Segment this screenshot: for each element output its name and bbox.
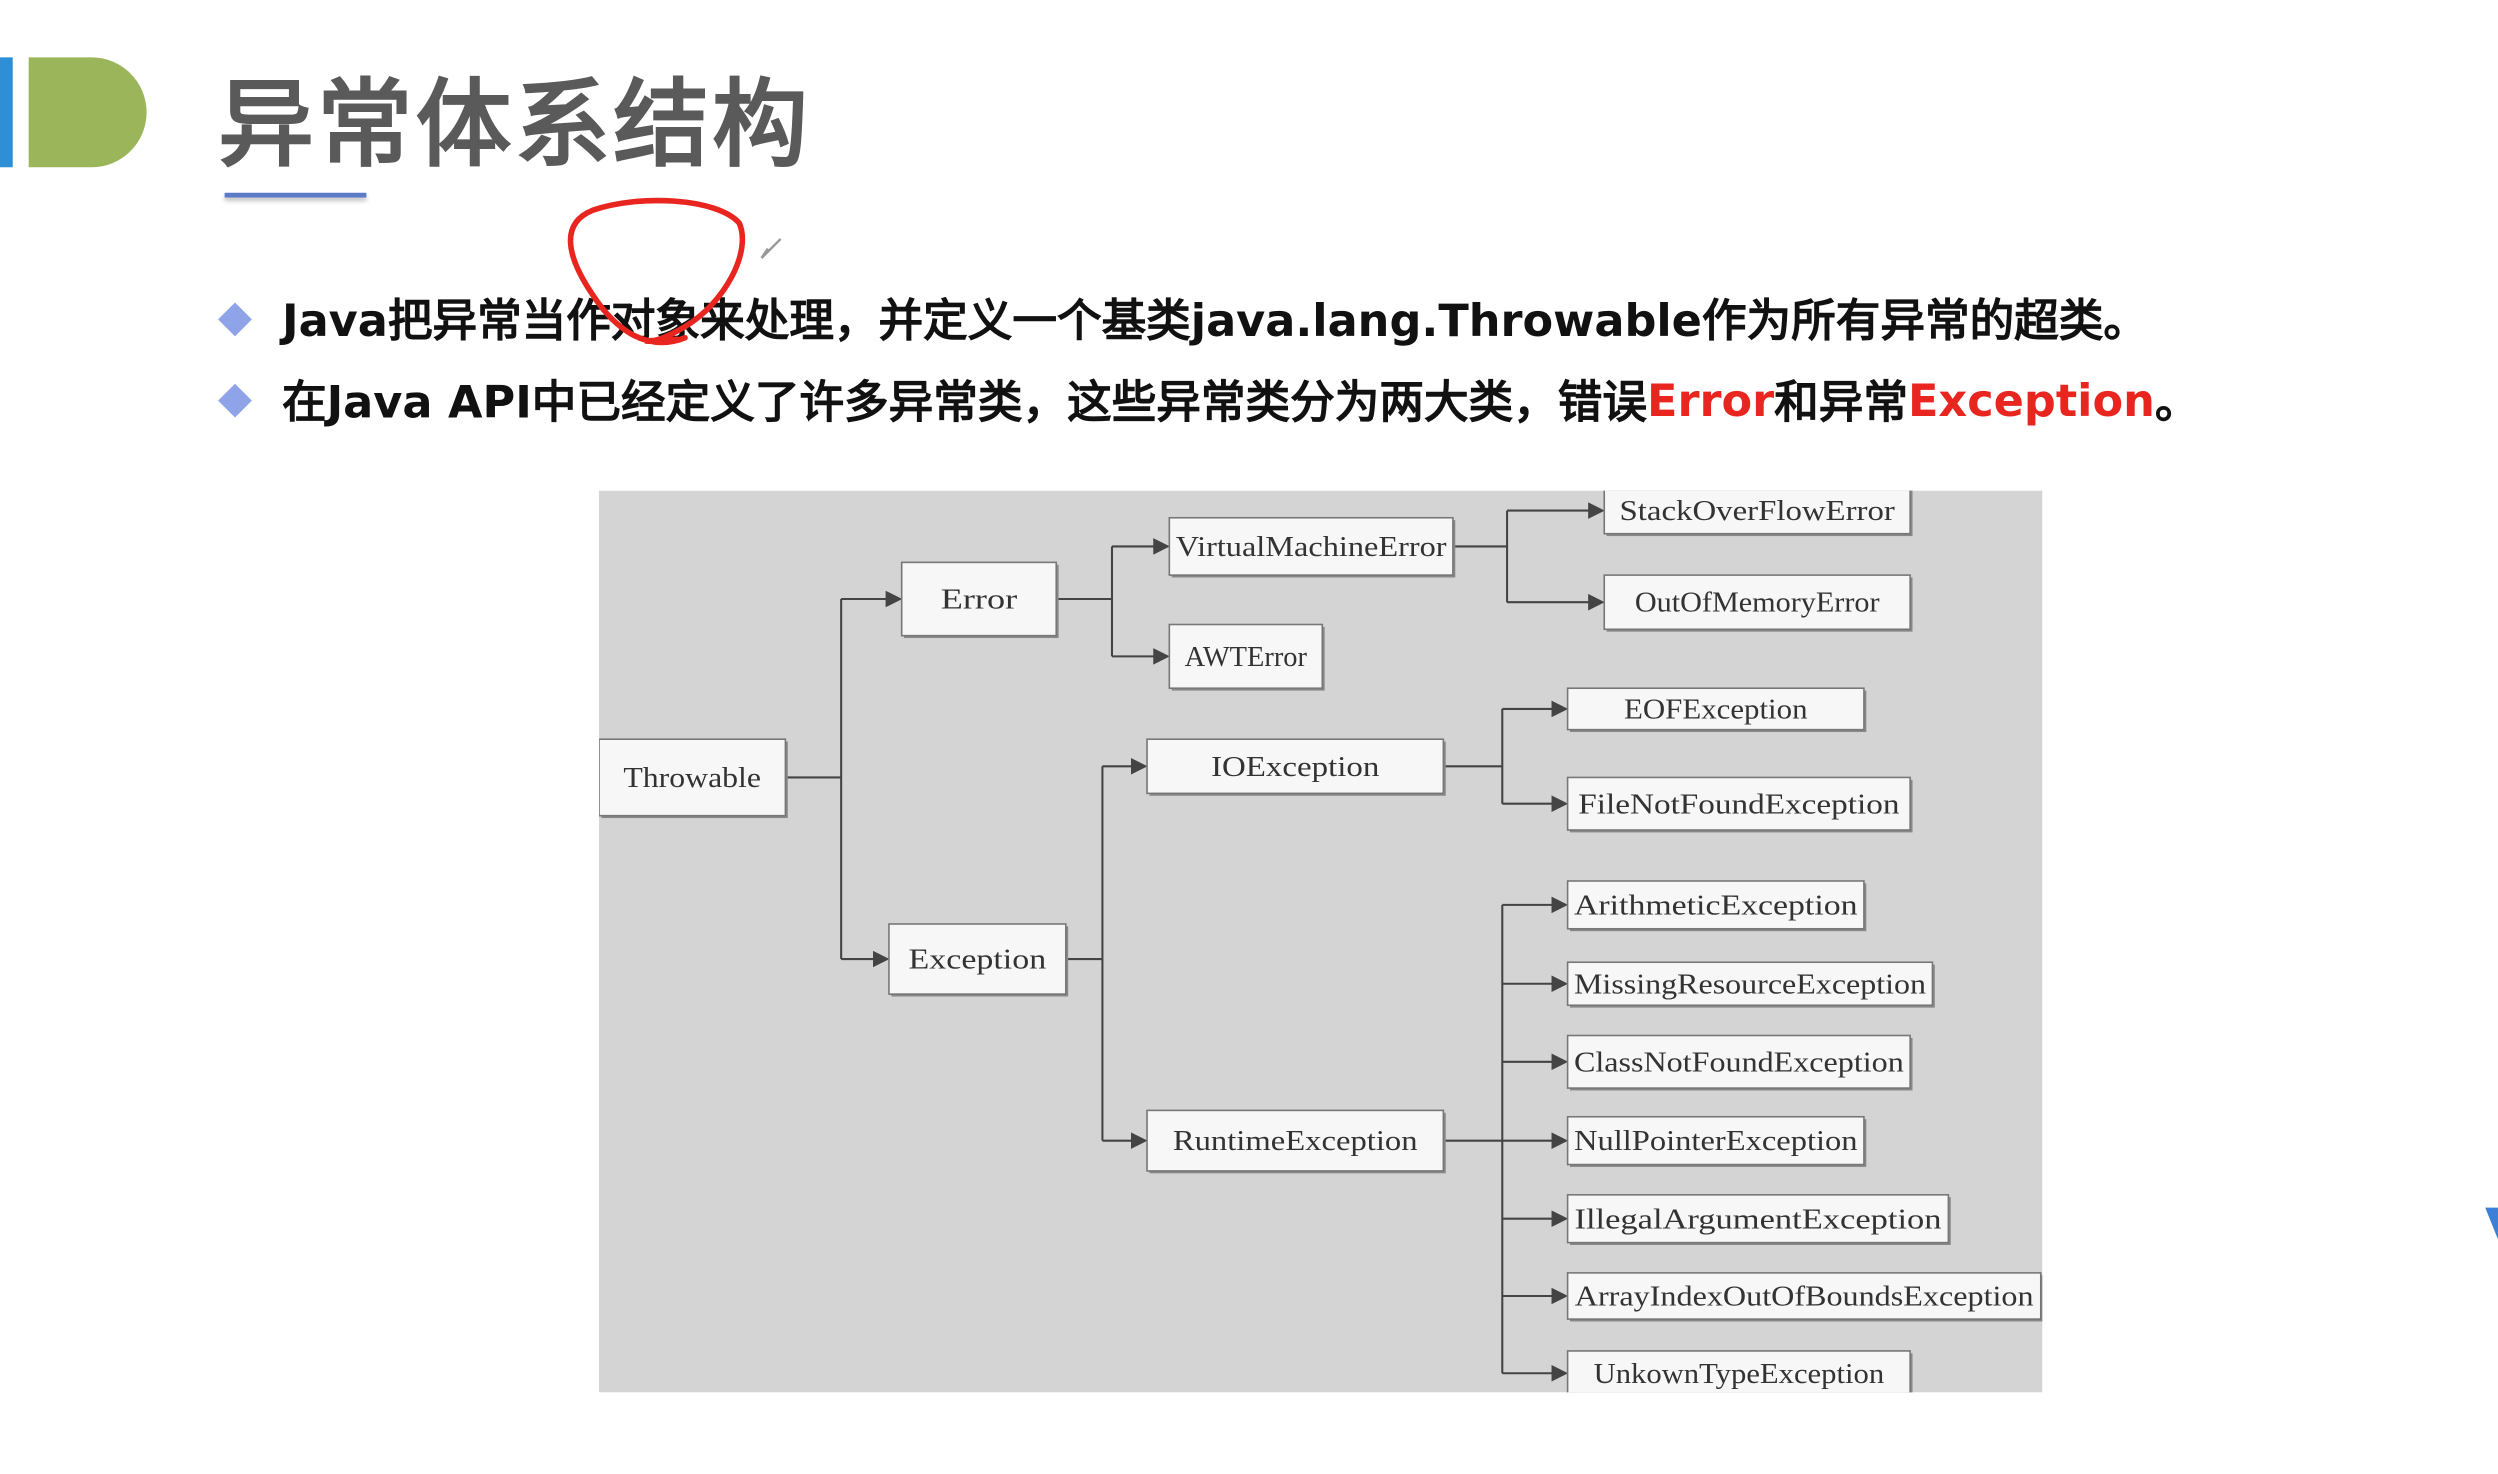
class-node-throwable: Throwable (599, 738, 788, 819)
class-node-fnf: FileNotFoundException (1566, 776, 1913, 833)
class-node-label: NullPointerException (1574, 1125, 1858, 1157)
diamond-bullet-icon (218, 382, 252, 417)
exception-keyword: Exception (1907, 373, 2155, 427)
class-node-oom: OutOfMemoryError (1603, 574, 1913, 632)
class-node-label: IOException (1211, 751, 1379, 783)
class-node-mre: MissingResourceException (1566, 961, 1935, 1008)
class-node-label: RuntimeException (1173, 1125, 1418, 1157)
class-node-error: Error (900, 561, 1059, 639)
bullet-text: Java把异常当作对象来处理，并定义一个基类java.lang.Throwabl… (281, 294, 2149, 348)
class-node-iae: IllegalArgumentException (1566, 1194, 1951, 1246)
pen-cursor-icon (760, 238, 782, 259)
class-node-label: ArrayIndexOutOfBoundsException (1575, 1281, 2034, 1313)
class-node-exception: Exception (888, 923, 1069, 997)
class-node-label: Exception (909, 944, 1047, 976)
class-node-label: MissingResourceException (1574, 968, 1926, 1000)
class-node-label: IllegalArgumentException (1574, 1203, 1941, 1235)
class-node-cnf: ClassNotFoundException (1566, 1034, 1913, 1091)
class-node-io: IOException (1146, 738, 1446, 796)
class-node-label: StackOverFlowError (1620, 495, 1896, 527)
class-node-label: EOFException (1624, 693, 1808, 725)
class-node-label: UnkownTypeException (1594, 1358, 1885, 1390)
bullet-text: 。 (2154, 375, 2200, 429)
class-node-rt: RuntimeException (1146, 1109, 1446, 1174)
class-node-label: Throwable (623, 762, 761, 794)
class-node-label: OutOfMemoryError (1635, 587, 1880, 619)
diamond-bullet-icon (218, 301, 252, 336)
bullet-1: Java把异常当作对象来处理，并定义一个基类java.lang.Throwabl… (218, 287, 2148, 351)
class-node-aio: ArrayIndexOutOfBoundsException (1566, 1272, 2043, 1322)
class-node-ari: ArithmeticException (1566, 880, 1867, 932)
class-node-label: VirtualMachineError (1176, 531, 1447, 563)
class-node-awt: AWTError (1168, 623, 1325, 691)
class-node-label: AWTError (1185, 641, 1308, 673)
error-keyword: Error (1646, 373, 1775, 427)
class-node-label: ClassNotFoundException (1574, 1046, 1904, 1078)
slide-title: 异常体系结构 (218, 70, 811, 182)
class-node-vme: VirtualMachineError (1168, 516, 1456, 578)
bullet-text: 在Java API中已经定义了许多异常类，这些异常类分为两大类，错误 (281, 375, 1647, 429)
class-node-label: Error (941, 584, 1018, 616)
class-node-label: FileNotFoundException (1578, 788, 1899, 820)
accent-bar (0, 57, 13, 168)
class-node-label: ArithmeticException (1574, 889, 1858, 921)
class-node-so: StackOverFlowError (1603, 490, 1913, 537)
class-node-ute: UnkownTypeException (1566, 1350, 1913, 1393)
accent-shape (28, 57, 147, 168)
bullet-text: 和异常 (1774, 375, 1908, 429)
class-node-npe: NullPointerException (1566, 1115, 1867, 1167)
chevron-down-icon (2485, 1207, 2498, 1240)
title-underline (224, 192, 367, 198)
class-node-eof: EOFException (1566, 687, 1867, 733)
